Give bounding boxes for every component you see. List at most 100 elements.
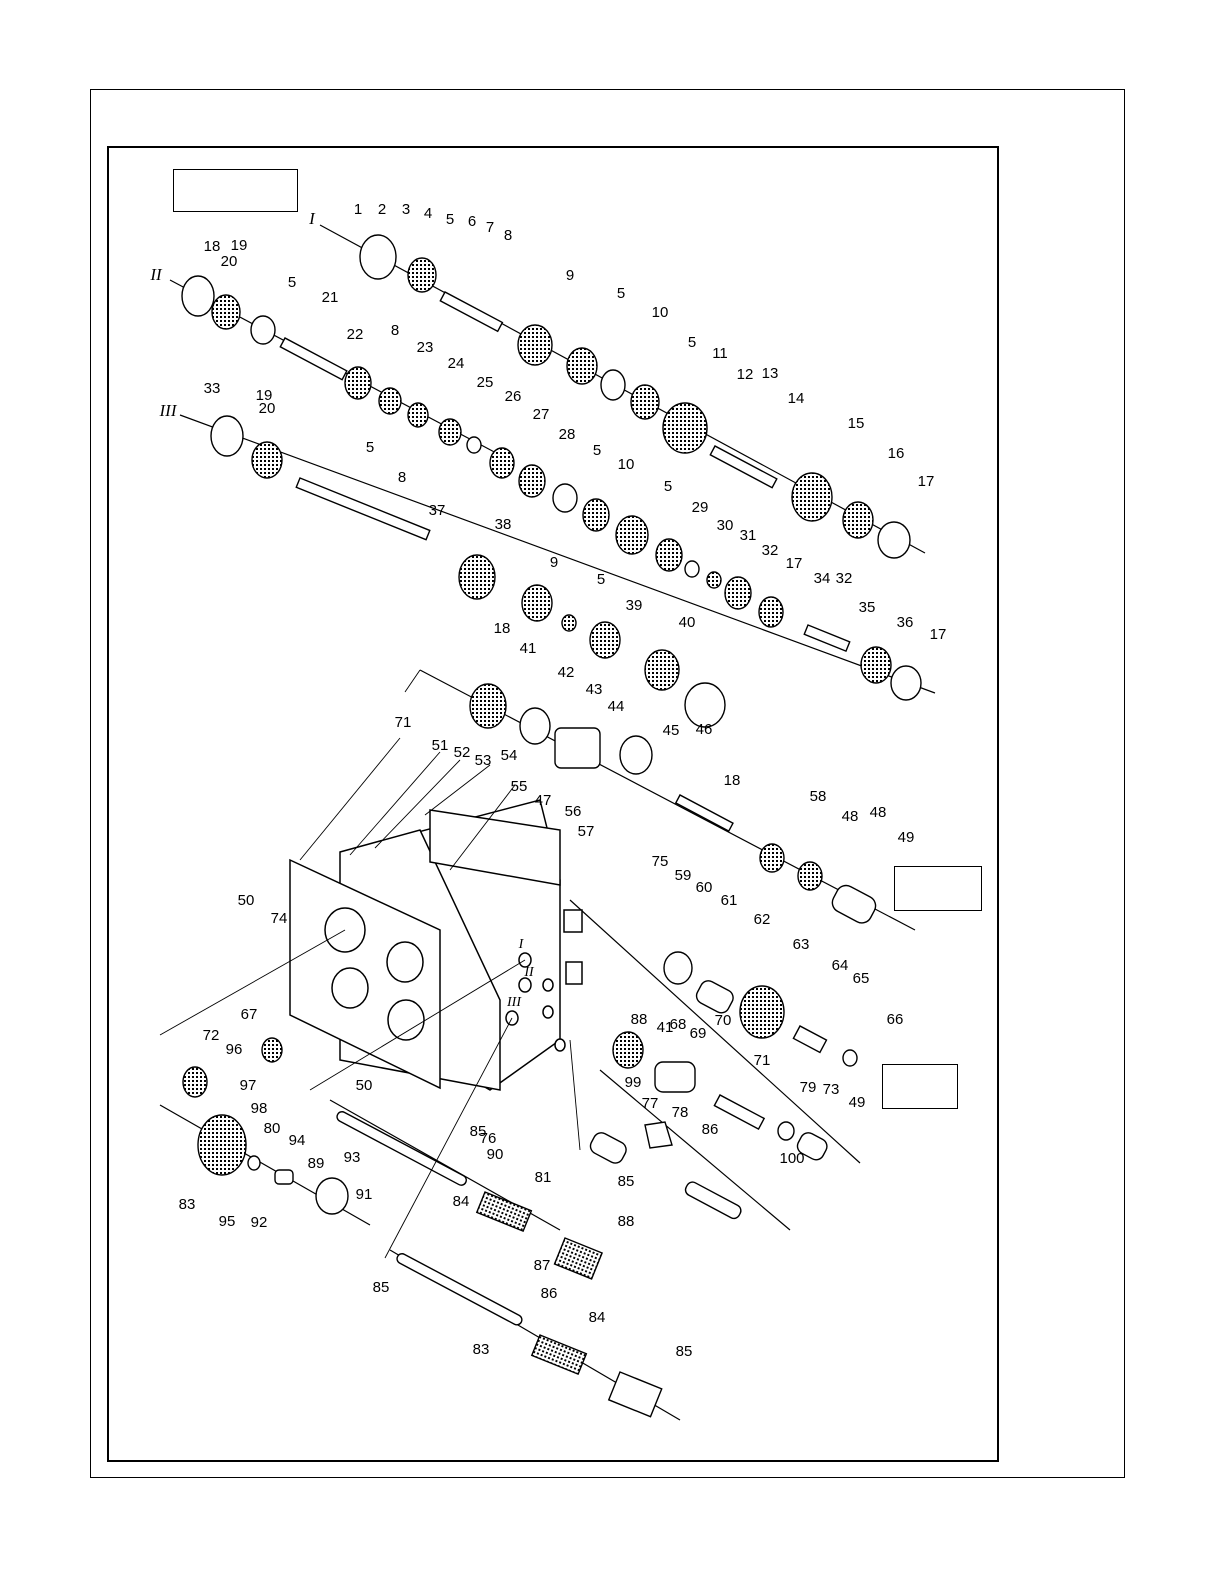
part-number-10: 10 [652, 304, 669, 321]
part-number-60: 60 [696, 879, 713, 896]
part-number-80: 80 [264, 1120, 281, 1137]
part-number-92: 92 [251, 1214, 268, 1231]
part-number-40: 40 [679, 614, 696, 631]
part-number-14: 14 [788, 390, 805, 407]
gear-25 [407, 402, 429, 428]
bearing-17-c [860, 646, 892, 684]
cap-18-b [890, 665, 922, 701]
part-number-5: 5 [597, 571, 605, 588]
ring-94 [247, 1155, 261, 1171]
gear-68 [612, 1031, 644, 1069]
cover-hole-2 [386, 941, 424, 983]
part-number-49: 49 [849, 1094, 866, 1111]
part-number-68: 68 [670, 1016, 687, 1033]
bearing-5-b [566, 347, 598, 385]
part-number-72: 72 [203, 1027, 220, 1044]
part-number-43: 43 [586, 681, 603, 698]
bearing-5-e [518, 464, 546, 498]
part-number-71: 71 [754, 1052, 771, 1069]
part-number-98: 98 [251, 1100, 268, 1117]
gear-16 [791, 472, 833, 522]
bracket-58 [563, 909, 583, 933]
part-27 [466, 436, 482, 454]
part-number-51: 51 [432, 737, 449, 754]
washer-73 [777, 1121, 795, 1141]
gear-28 [489, 447, 515, 479]
part-number-70: 70 [715, 1012, 732, 1029]
part-number-18: 18 [724, 772, 741, 789]
part-number-7: 7 [486, 219, 494, 236]
part-number-67: 67 [241, 1006, 258, 1023]
dial-89 [315, 1177, 349, 1215]
part-number-86: 86 [702, 1121, 719, 1138]
part-46 [619, 735, 653, 775]
part-number-11: 11 [712, 345, 728, 362]
part-number-62: 62 [754, 911, 771, 928]
part-number-5: 5 [688, 334, 696, 351]
part-number-52: 52 [454, 744, 471, 761]
ring-67 [842, 1049, 858, 1067]
part-number-94: 94 [289, 1132, 306, 1149]
part-number-87: 87 [534, 1257, 551, 1274]
part-21 [250, 315, 276, 345]
gear-23 [344, 366, 372, 400]
part-number-64: 64 [832, 957, 849, 974]
part-number-65: 65 [853, 970, 870, 987]
gear-12 [662, 402, 708, 454]
part-number-85: 85 [470, 1123, 487, 1140]
part-number-84: 84 [589, 1309, 606, 1326]
part-number-28: 28 [559, 426, 576, 443]
part-number-56: 56 [565, 803, 582, 820]
lower-right-axis-2 [599, 1069, 791, 1231]
part-number-5: 5 [288, 274, 296, 291]
part-98 [261, 1037, 283, 1063]
part-number-25: 25 [477, 374, 494, 391]
shaft-22 [279, 337, 348, 381]
part-number-81: 81 [535, 1169, 552, 1186]
part-number-42: 42 [558, 664, 575, 681]
part-number-57: 57 [578, 823, 595, 840]
part-number-1: 1 [354, 201, 362, 218]
part-number-10: 10 [618, 456, 635, 473]
cover-hole-3 [331, 967, 369, 1009]
part-number-85: 85 [676, 1343, 693, 1360]
part-number-89: 89 [308, 1155, 325, 1172]
shaft-components [181, 234, 922, 1418]
bearing-5-h [521, 584, 553, 622]
part-number-27: 27 [533, 406, 550, 423]
part-number-24: 24 [448, 355, 465, 372]
coupling-48-a [759, 843, 785, 873]
shaft-iii-axis [179, 414, 936, 694]
part-number-48: 48 [842, 808, 859, 825]
shaft-36 [803, 624, 851, 653]
drawing-border [107, 146, 999, 1462]
part-number-9: 9 [550, 554, 558, 571]
block-87 [553, 1237, 603, 1280]
block-82 [607, 1371, 663, 1418]
gear-33 [724, 576, 752, 610]
part-93 [274, 1169, 294, 1185]
part-number-69: 69 [690, 1025, 707, 1042]
gear-26 [438, 418, 462, 446]
shaft-7 [439, 291, 504, 333]
callout-label-box-upper [894, 866, 982, 911]
bearing-43 [519, 707, 551, 745]
part-number-97: 97 [240, 1077, 257, 1094]
part-number-100: 100 [779, 1150, 804, 1167]
part-number-63: 63 [793, 936, 810, 953]
part-32 [706, 571, 722, 589]
part-number-36: 36 [897, 614, 914, 631]
gear-9-b [458, 554, 496, 600]
part-number-71: 71 [395, 714, 412, 731]
gear-34 [758, 596, 784, 628]
bracket-lower [565, 961, 583, 985]
gear-29 [615, 515, 649, 555]
gear-40 [589, 621, 621, 659]
rack-83-lower [530, 1334, 588, 1376]
part-39 [561, 614, 577, 632]
part-number-33: 33 [204, 380, 221, 397]
cap-19-b [210, 415, 244, 457]
bracket-70 [654, 1061, 696, 1093]
part-number-47: 47 [535, 792, 552, 809]
